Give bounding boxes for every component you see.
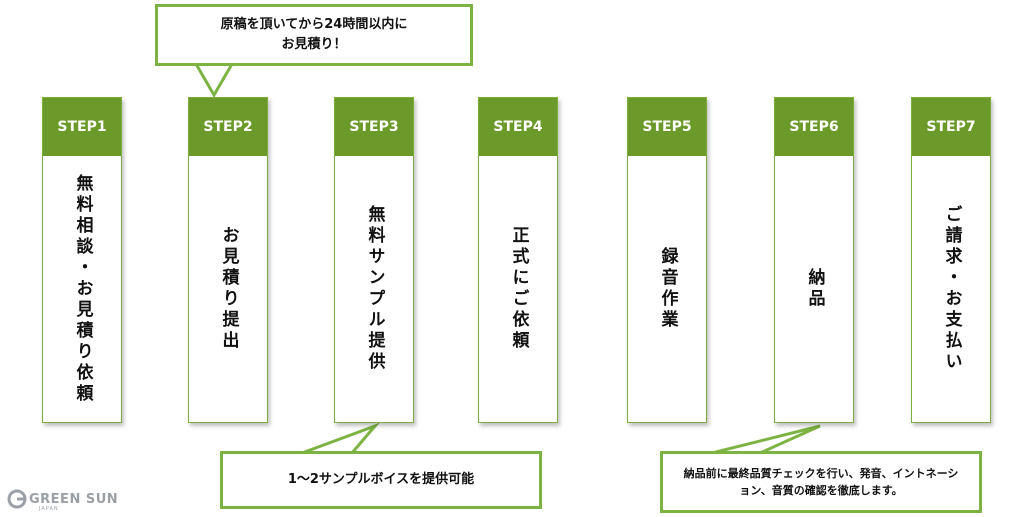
step-label: STEP5 — [628, 98, 706, 156]
step-card-7: STEP7 ご請求・お支払い — [911, 97, 991, 423]
logo-name: GREEN SUN — [29, 491, 119, 507]
step-label: STEP2 — [189, 98, 267, 156]
top-callout: 原稿を頂いてから24時間以内に お見積り！ — [155, 4, 473, 66]
step-text: 無料相談・お見積り依頼 — [72, 173, 93, 405]
top-callout-line2: お見積り！ — [281, 37, 347, 52]
sample-callout-text: 1～2サンプルボイスを提供可能 — [287, 471, 475, 487]
quality-callout-line2: ョン、音質の確認を徹底します。 — [739, 484, 903, 497]
step-card-5: STEP5 録音作業 — [627, 97, 707, 423]
top-callout-tail — [193, 62, 235, 98]
step-text: 納品 — [804, 268, 825, 310]
step-label: STEP1 — [43, 98, 121, 156]
top-callout-line1: 原稿を頂いてから24時間以内に — [220, 16, 408, 32]
greensun-logo: GREEN SUN JAPAN — [6, 488, 119, 512]
quality-callout-tail — [711, 424, 821, 455]
step-text: 無料サンプル提供 — [364, 205, 385, 373]
step-label: STEP4 — [479, 98, 557, 156]
step-label: STEP3 — [335, 98, 413, 156]
logo-sub: JAPAN — [39, 506, 59, 512]
step-label: STEP7 — [912, 98, 990, 156]
quality-callout-line1: 納品前に最終品質チェックを行い、発音、イントネーシ — [683, 466, 959, 480]
sample-callout: 1～2サンプルボイスを提供可能 — [220, 451, 542, 509]
sample-callout-tail — [301, 422, 380, 455]
step-text: お見積り提出 — [218, 226, 239, 352]
step-label: STEP6 — [775, 98, 853, 156]
step-card-4: STEP4 正式にご依頼 — [478, 97, 558, 423]
step-text: 正式にご依頼 — [508, 226, 529, 352]
step-text: ご請求・お支払い — [941, 205, 962, 373]
step-text: 録音作業 — [657, 247, 678, 331]
step-card-2: STEP2 お見積り提出 — [188, 97, 268, 423]
step-card-1: STEP1 無料相談・お見積り依頼 — [42, 97, 122, 423]
step-card-6: STEP6 納品 — [774, 97, 854, 423]
quality-callout: 納品前に最終品質チェックを行い、発音、イントネーシ ョン、音質の確認を徹底します… — [660, 451, 982, 513]
step-card-3: STEP3 無料サンプル提供 — [334, 97, 414, 423]
logo-mark-icon — [7, 489, 27, 509]
